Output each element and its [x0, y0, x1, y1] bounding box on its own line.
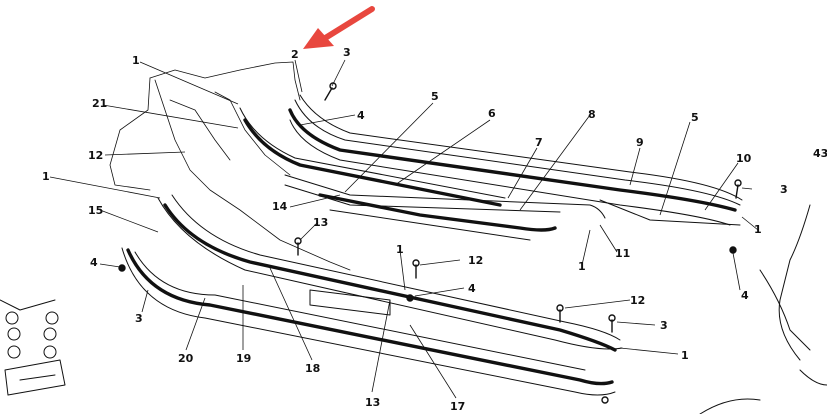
- callout-19: 19: [236, 352, 251, 365]
- callout-5: 5: [691, 111, 699, 124]
- callout-3: 3: [343, 46, 351, 59]
- callout-1: 1: [42, 170, 50, 183]
- callout-12: 12: [468, 254, 483, 267]
- callout-1: 1: [754, 223, 762, 236]
- bolts: [118, 82, 742, 404]
- callout-4: 4: [90, 256, 98, 269]
- callout-14: 14: [272, 200, 288, 213]
- leader-lines: [49, 59, 759, 399]
- callout-12: 12: [630, 294, 645, 307]
- callout-3: 3: [660, 319, 668, 332]
- callout-21: 21: [92, 97, 107, 110]
- callout-labels: 2 3 1 21 4 5 6 8 9 5 7 10 43 12 1 3 1 14…: [42, 46, 827, 413]
- callout-4: 4: [468, 282, 476, 295]
- middle-rail-assembly: [284, 174, 606, 241]
- callout-13: 13: [365, 396, 380, 409]
- callout-1: 1: [681, 349, 689, 362]
- callout-7: 7: [535, 136, 543, 149]
- left-fittings: [0, 299, 66, 396]
- callout-1: 1: [396, 243, 404, 256]
- callout-43: 43: [813, 147, 827, 160]
- callout-13: 13: [313, 216, 328, 229]
- callout-9: 9: [636, 136, 644, 149]
- callout-8: 8: [588, 108, 596, 121]
- callout-4: 4: [357, 109, 365, 122]
- body-outline: [109, 61, 351, 271]
- lower-runner-assembly: [121, 194, 623, 396]
- upper-rail-assembly: [239, 94, 743, 226]
- callout-6: 6: [488, 107, 496, 120]
- callout-3: 3: [780, 183, 788, 196]
- callout-15: 15: [88, 204, 103, 217]
- callout-11: 11: [615, 247, 630, 260]
- callout-4: 4: [741, 289, 749, 302]
- callout-17: 17: [450, 400, 465, 413]
- callout-10: 10: [736, 152, 752, 165]
- callout-3: 3: [135, 312, 143, 325]
- callout-1: 1: [578, 260, 586, 273]
- red-arrow-icon: [303, 6, 375, 49]
- callout-20: 20: [178, 352, 194, 365]
- callout-2: 2: [291, 48, 299, 61]
- right-partial-components: [699, 204, 827, 414]
- callout-5: 5: [431, 90, 439, 103]
- callout-1: 1: [132, 54, 140, 67]
- callout-12: 12: [88, 149, 103, 162]
- callout-18: 18: [305, 362, 320, 375]
